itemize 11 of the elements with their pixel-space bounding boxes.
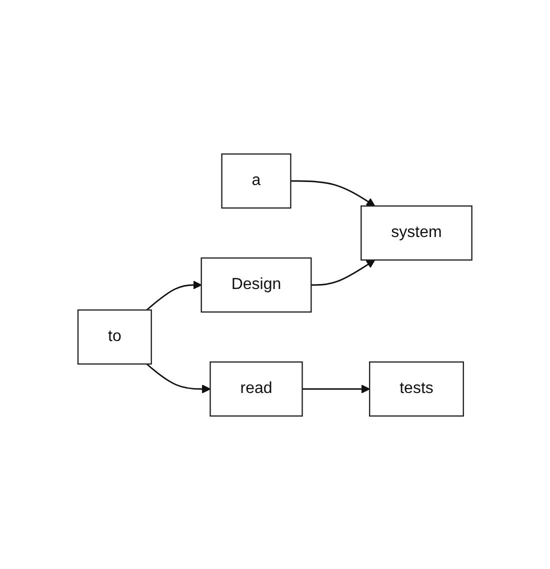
node-box: tests [369, 360, 464, 416]
node-box: to [77, 308, 152, 364]
arrow [146, 280, 202, 310]
arrow [146, 362, 211, 393]
node-box: system [360, 204, 472, 260]
node-box: Design [200, 256, 312, 312]
arrow [302, 384, 370, 393]
node-box: read [210, 360, 303, 416]
node-box: a [221, 152, 292, 208]
arrow [311, 259, 376, 286]
arrow [290, 180, 376, 206]
